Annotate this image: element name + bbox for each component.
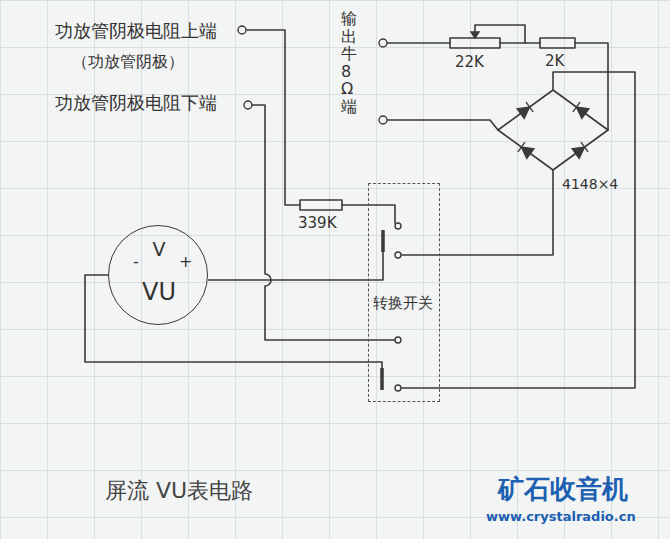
terminal-dot	[238, 26, 246, 34]
terminal-label: 功放管阴极电阻下端	[55, 92, 217, 114]
switch-contact	[395, 337, 401, 343]
meter-name: VU	[142, 278, 176, 307]
switch-contact	[395, 385, 401, 391]
terminal-note: （功放管阴极）	[72, 52, 184, 71]
switch-blade	[381, 230, 385, 252]
switch-contact	[395, 223, 401, 229]
switch-blade	[380, 368, 384, 390]
terminal-label: 功放管阴极电阻上端	[55, 20, 217, 42]
switch-label: 转换开关	[373, 294, 433, 312]
resistor-value: 22K	[455, 53, 484, 71]
watermark-url: www.crystalradio.cn	[486, 509, 636, 525]
wire	[402, 72, 635, 388]
terminal-dot	[379, 116, 387, 124]
wire	[368, 252, 383, 280]
caption: 屏流 VU表电路	[105, 478, 253, 504]
vu-meter: V- +VU	[108, 225, 208, 325]
meter-wire	[208, 279, 368, 281]
wiper-line	[475, 25, 525, 43]
wire	[387, 42, 450, 44]
wire	[246, 30, 300, 205]
switch-box: 转换开关	[368, 183, 440, 402]
diode-symbol	[573, 102, 589, 118]
switch-contact	[395, 252, 401, 258]
terminal-dot	[379, 39, 387, 47]
terminal-dot	[244, 101, 252, 109]
meter-wire	[85, 275, 368, 362]
wire	[575, 43, 608, 130]
potentiometer-symbol	[450, 38, 500, 48]
wire	[387, 120, 498, 130]
diode-symbol	[517, 102, 533, 118]
terminal-label: 输出牛8Ω端	[341, 10, 357, 116]
resistor-value: 339K	[298, 214, 336, 232]
diode-symbol	[518, 142, 534, 158]
wiper-arrow	[471, 32, 479, 38]
diode-symbol	[572, 142, 588, 158]
polarity-mark: +	[179, 252, 192, 271]
wire	[368, 362, 382, 368]
wire	[500, 42, 540, 44]
watermark: 矿石收音机	[498, 474, 628, 505]
bridge-outline	[498, 90, 608, 170]
resistor-value: 2K	[545, 52, 564, 70]
resistor-symbol	[300, 200, 342, 210]
meter-symbol: V	[153, 238, 166, 261]
polarity-mark: -	[133, 252, 139, 271]
diode-label: 4148×4	[562, 176, 618, 193]
resistor-symbol	[540, 38, 575, 48]
